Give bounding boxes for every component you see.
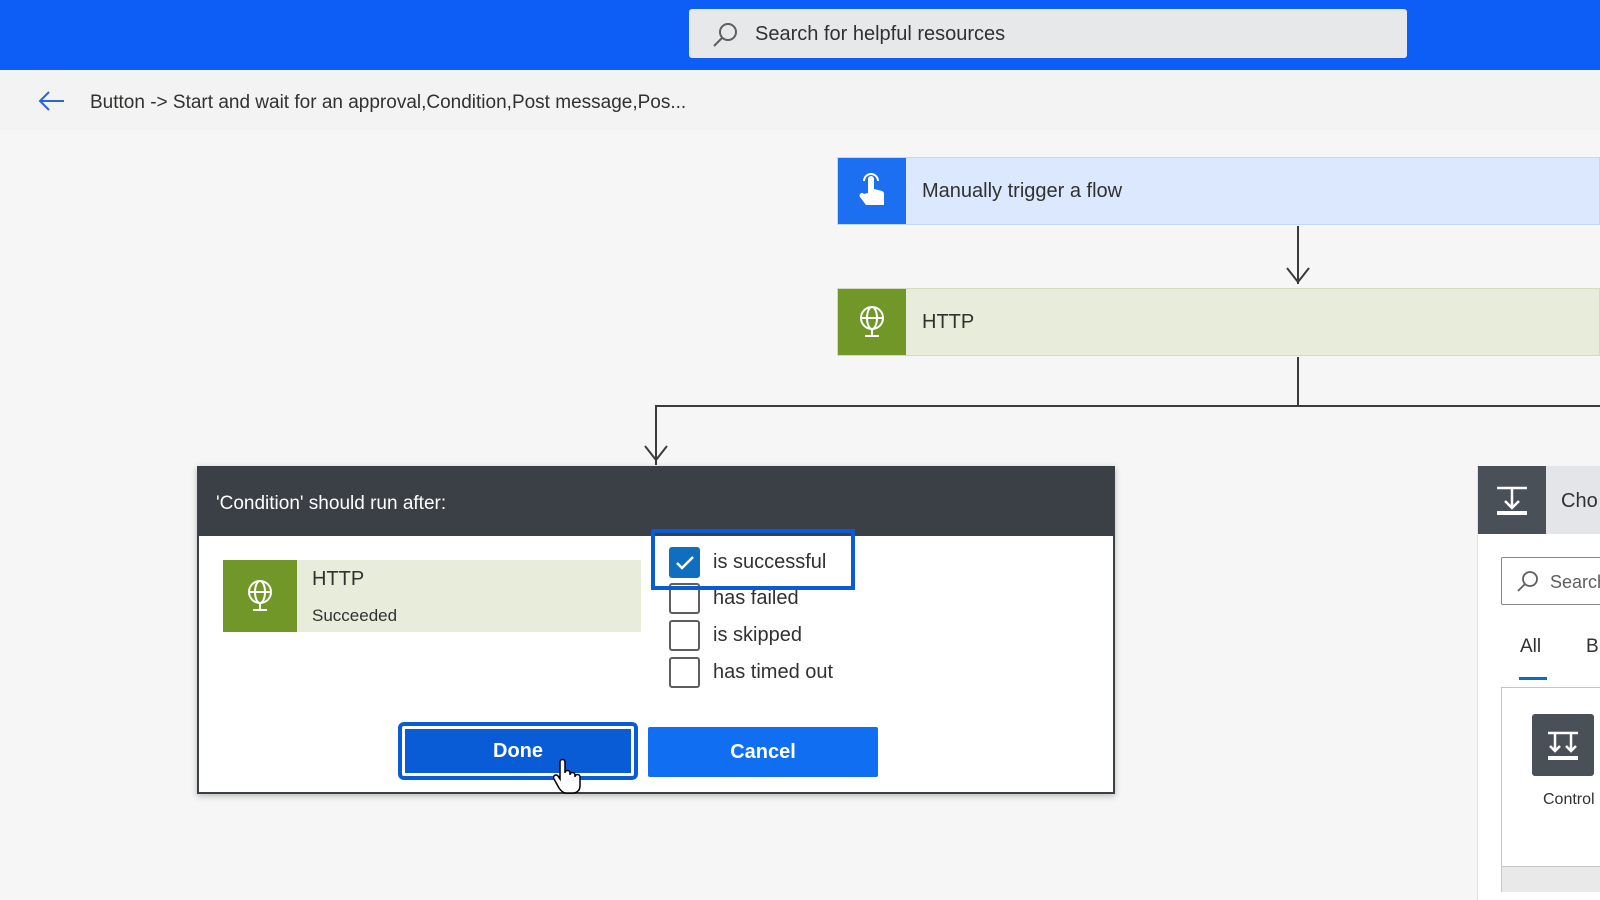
done-button[interactable]: Done: [398, 722, 638, 780]
step-title: HTTP: [312, 568, 365, 590]
connector-line: [1297, 226, 1299, 284]
option-label: has failed: [713, 587, 799, 609]
chooser-search-placeholder: Search: [1550, 572, 1600, 592]
option-has-timed-out[interactable]: has timed out: [669, 657, 833, 688]
connector-line: [655, 405, 657, 465]
search-placeholder: Search for helpful resources: [755, 23, 1006, 45]
chooser-header: Cho: [1478, 466, 1600, 534]
trigger-label: Manually trigger a flow: [922, 179, 1123, 202]
chooser-list: Control: [1501, 687, 1600, 867]
option-has-failed[interactable]: has failed: [669, 583, 799, 614]
cancel-button[interactable]: Cancel: [648, 727, 878, 777]
hand-cursor-icon: [553, 758, 581, 794]
option-is-skipped[interactable]: is skipped: [669, 620, 802, 651]
control-label: Control: [1543, 791, 1595, 808]
checkmark-icon: [675, 555, 694, 570]
step-status: Succeeded: [312, 606, 398, 625]
option-label: is skipped: [713, 624, 802, 646]
top-bar: Search for helpful resources: [0, 0, 1600, 70]
highlight-box: [651, 529, 855, 590]
http-step-card: HTTP Succeeded: [223, 560, 641, 632]
tab-b[interactable]: B: [1586, 636, 1599, 657]
option-label: is successful: [713, 551, 827, 573]
option-label: has timed out: [713, 661, 834, 683]
search-icon: [713, 23, 737, 47]
chooser-title: Cho: [1561, 490, 1598, 512]
checkbox[interactable]: [669, 657, 700, 688]
back-arrow-icon[interactable]: [36, 86, 66, 116]
http-card[interactable]: HTTP: [837, 288, 1600, 356]
arrow-down-icon: [644, 445, 668, 462]
breadcrumb: Button -> Start and wait for an approval…: [90, 92, 687, 113]
option-is-successful[interactable]: is successful: [669, 547, 826, 578]
breadcrumb-bar: [0, 70, 1600, 130]
chooser-search-input[interactable]: Search: [1501, 557, 1600, 605]
dialog-header: 'Condition' should run after:: [199, 468, 1113, 536]
connector-line: [1297, 357, 1299, 407]
control-icon: [1478, 466, 1546, 534]
connector-line: [655, 405, 1600, 407]
tab-underline: [1519, 677, 1547, 680]
globe-icon: [838, 289, 906, 355]
http-label: HTTP: [922, 310, 975, 333]
globe-icon: [223, 560, 297, 632]
operation-chooser-panel: Cho Search All B Control: [1477, 466, 1600, 900]
run-after-dialog: 'Condition' should run after: HTTP Succe…: [197, 466, 1115, 794]
search-icon: [1517, 571, 1538, 592]
touch-hand-icon: [838, 158, 906, 224]
search-input[interactable]: Search for helpful resources: [689, 9, 1407, 58]
trigger-card[interactable]: Manually trigger a flow: [837, 157, 1600, 225]
dialog-title: 'Condition' should run after:: [216, 493, 447, 514]
checkbox[interactable]: [669, 620, 700, 651]
arrow-down-icon: [1286, 267, 1310, 284]
control-icon[interactable]: [1532, 714, 1594, 776]
tab-all[interactable]: All: [1520, 636, 1542, 657]
checkbox-checked[interactable]: [669, 547, 700, 578]
chooser-footer: [1501, 867, 1600, 892]
